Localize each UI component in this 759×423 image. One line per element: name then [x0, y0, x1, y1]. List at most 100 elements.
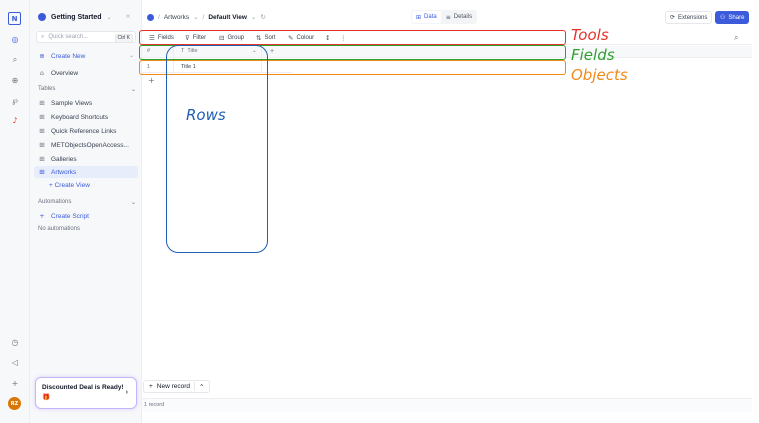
tools-annotation-label: Tools	[571, 26, 609, 44]
collapse-sidebar-icon[interactable]: «	[126, 13, 130, 20]
table-row[interactable]: 1 Title 1	[142, 61, 292, 73]
group-button[interactable]: ⊟ Group	[219, 34, 244, 42]
share-button[interactable]: ⚇ Share	[715, 11, 750, 24]
fields-button[interactable]: ☰ Fields	[149, 34, 174, 42]
workspace-icon	[38, 13, 46, 21]
column-header-label: Title	[187, 48, 198, 54]
filter-icon: ⊽	[185, 34, 190, 42]
chevron-down-icon: ⌄	[250, 14, 257, 21]
tab-label: Data	[424, 14, 437, 20]
table-icon: ⊞	[39, 155, 45, 163]
create-script-label: Create Script	[51, 212, 89, 220]
status-bar	[142, 398, 752, 412]
pin-icon[interactable]: ℘	[12, 95, 18, 105]
workspace-switcher[interactable]: Getting Started ⌄	[38, 13, 112, 21]
no-automations-text: No automations	[38, 226, 81, 232]
send-icon[interactable]: ◁	[11, 357, 19, 367]
base-icon	[147, 13, 154, 21]
chevron-down-icon: ⌄	[130, 200, 136, 206]
share-icon: ⚇	[720, 14, 726, 21]
more-options-button[interactable]: ⋮	[340, 34, 347, 42]
row-height-button[interactable]: ↕	[325, 34, 330, 42]
sidebar-item-label: Galleries	[51, 155, 77, 163]
create-new-button[interactable]: ⊕ Create New	[38, 52, 85, 60]
tables-section-header[interactable]: Tables ⌄	[38, 86, 136, 93]
chevron-up-icon[interactable]: ⌃	[199, 383, 205, 391]
sort-icon: ⇅	[256, 34, 262, 42]
more-vertical-icon: ⋮	[340, 34, 347, 42]
extensions-button[interactable]: ⟳ Extensions	[665, 11, 713, 24]
add-icon[interactable]: +	[11, 378, 19, 388]
objects-annotation-box	[139, 60, 566, 75]
group-label: Group	[227, 35, 245, 41]
tools-annotation-box	[139, 30, 566, 45]
new-record-button[interactable]: + New record ⌃	[143, 380, 211, 393]
create-new-label: Create New	[51, 52, 86, 60]
table-icon: ⊞	[39, 99, 45, 107]
create-view-button[interactable]: + Create View	[49, 182, 90, 189]
create-view-label: + Create View	[49, 182, 90, 189]
section-title: Tables	[38, 86, 56, 92]
sort-button[interactable]: ⇅ Sort	[256, 34, 275, 42]
details-icon: ≡	[445, 13, 451, 21]
database-icon[interactable]: ◎	[11, 34, 19, 44]
app-logo-icon[interactable]: N	[8, 12, 21, 25]
fields-icon: ☰	[149, 34, 155, 42]
add-row-button[interactable]: +	[148, 76, 155, 85]
search-icon[interactable]: ⌕	[12, 55, 18, 64]
breadcrumb-separator: /	[158, 13, 160, 21]
bell-icon[interactable]: ♪	[12, 115, 18, 125]
chevron-down-icon: ⌄	[106, 14, 112, 21]
tab-label: Details	[453, 14, 473, 20]
puzzle-icon: ⟳	[670, 14, 676, 21]
rows-annotation-box	[166, 45, 268, 253]
gift-icon: 🎁	[42, 393, 51, 401]
sidebar-item-metobjects[interactable]: ⊞ METObjectsOpenAccess...	[38, 141, 129, 149]
breadcrumb-table[interactable]: Artworks	[163, 13, 190, 21]
sidebar-item-sample-views[interactable]: ⊞ Sample Views	[38, 99, 92, 107]
row-height-icon: ↕	[325, 34, 331, 42]
grid-header: # T Title ⌄ +	[142, 46, 752, 58]
column-header-title[interactable]: T Title	[181, 48, 198, 54]
sort-label: Sort	[264, 35, 276, 41]
quick-search-input[interactable]: ⌕ Quick search... Ctrl K	[36, 31, 136, 43]
search-records-icon[interactable]: ⌕	[734, 33, 739, 42]
chevron-right-icon: ›	[125, 389, 128, 396]
sidebar-item-galleries[interactable]: ⊞ Galleries	[38, 155, 77, 163]
promo-card[interactable]: Discounted Deal is Ready! 🎁 ›	[35, 377, 137, 409]
extensions-label: Extensions	[678, 14, 708, 21]
sidebar-item-label: METObjectsOpenAccess...	[51, 141, 129, 149]
sidebar-item-artworks[interactable]: ⊞ Artworks	[34, 166, 138, 178]
create-script-button[interactable]: + Create Script	[38, 212, 89, 220]
cell-title[interactable]: Title 1	[181, 64, 196, 70]
chevron-down-icon: ⌄	[193, 14, 199, 21]
group-icon: ⊟	[219, 34, 225, 42]
search-icon: ⌕	[41, 33, 45, 40]
sidebar-item-overview[interactable]: ⌂ Overview	[38, 69, 78, 77]
tab-data[interactable]: ⊞ Data	[412, 11, 441, 23]
sidebar-item-keyboard-shortcuts[interactable]: ⊞ Keyboard Shortcuts	[38, 113, 108, 121]
filter-label: Filter	[192, 35, 207, 41]
table-icon: ⊞	[39, 127, 45, 135]
objects-annotation-label: Objects	[571, 66, 628, 84]
automations-section-header[interactable]: Automations ⌄	[38, 199, 136, 206]
chevron-down-icon[interactable]: ⌄	[129, 53, 135, 59]
promo-title: Discounted Deal is Ready!	[42, 384, 124, 391]
refresh-icon[interactable]: ↻	[260, 13, 266, 21]
column-menu-icon[interactable]: ⌄	[252, 48, 257, 54]
filter-button[interactable]: ⊽ Filter	[185, 34, 206, 42]
colour-button[interactable]: ✎ Colour	[288, 34, 314, 42]
table-icon: ⊞	[39, 141, 45, 149]
fields-annotation-box	[139, 45, 566, 60]
row-number: 1	[147, 64, 151, 70]
tab-details[interactable]: ≡ Details	[442, 11, 476, 23]
view-mode-toggle: ⊞ Data ≡ Details	[411, 10, 478, 24]
history-icon[interactable]: ◷	[11, 337, 19, 347]
add-field-button[interactable]: +	[270, 48, 275, 55]
breadcrumb-view[interactable]: Default View	[208, 13, 247, 21]
sidebar-item-quick-reference-links[interactable]: ⊞ Quick Reference Links	[38, 127, 116, 135]
sidebar-item-label: Sample Views	[51, 99, 93, 107]
mail-icon[interactable]: ⊕	[11, 75, 19, 85]
user-avatar[interactable]: RZ	[8, 397, 21, 410]
workspace-name: Getting Started	[51, 13, 102, 21]
